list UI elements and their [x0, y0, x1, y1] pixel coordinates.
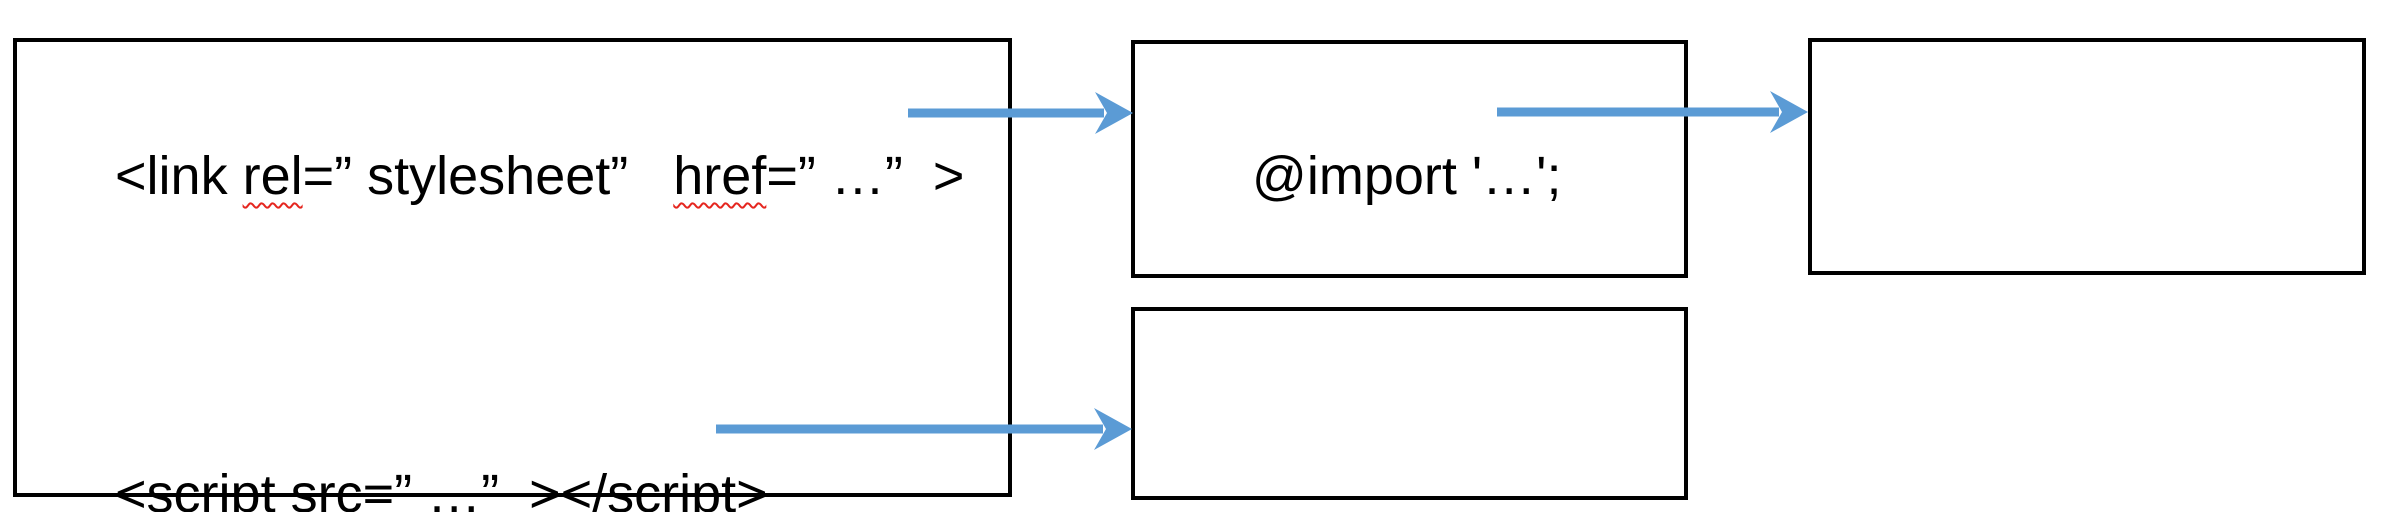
link-tag-code: <link rel=” stylesheet” href=” …” >: [55, 86, 964, 266]
html-document-box: [13, 38, 1012, 497]
css-import-box: [1131, 40, 1688, 278]
empty-box-top-right: [1808, 38, 2366, 275]
import-code-text: @import '…';: [1252, 146, 1562, 206]
script-code-suffix: =” …” ></script>: [362, 464, 768, 512]
link-code-prefix: <link: [115, 146, 243, 206]
script-code-prefix: <script: [115, 464, 291, 512]
import-rule-code: @import '…';: [1192, 86, 1562, 266]
misspelled-word-href: href: [673, 146, 767, 206]
script-tag-code: <script src=” …” ></script>: [55, 404, 768, 512]
link-code-suffix: =” …” >: [766, 146, 965, 206]
link-code-mid: =” stylesheet”: [302, 146, 674, 206]
empty-box-bottom-middle: [1131, 307, 1688, 500]
misspelled-word-rel: rel: [242, 146, 303, 206]
misspelled-word-src: src: [290, 464, 363, 512]
